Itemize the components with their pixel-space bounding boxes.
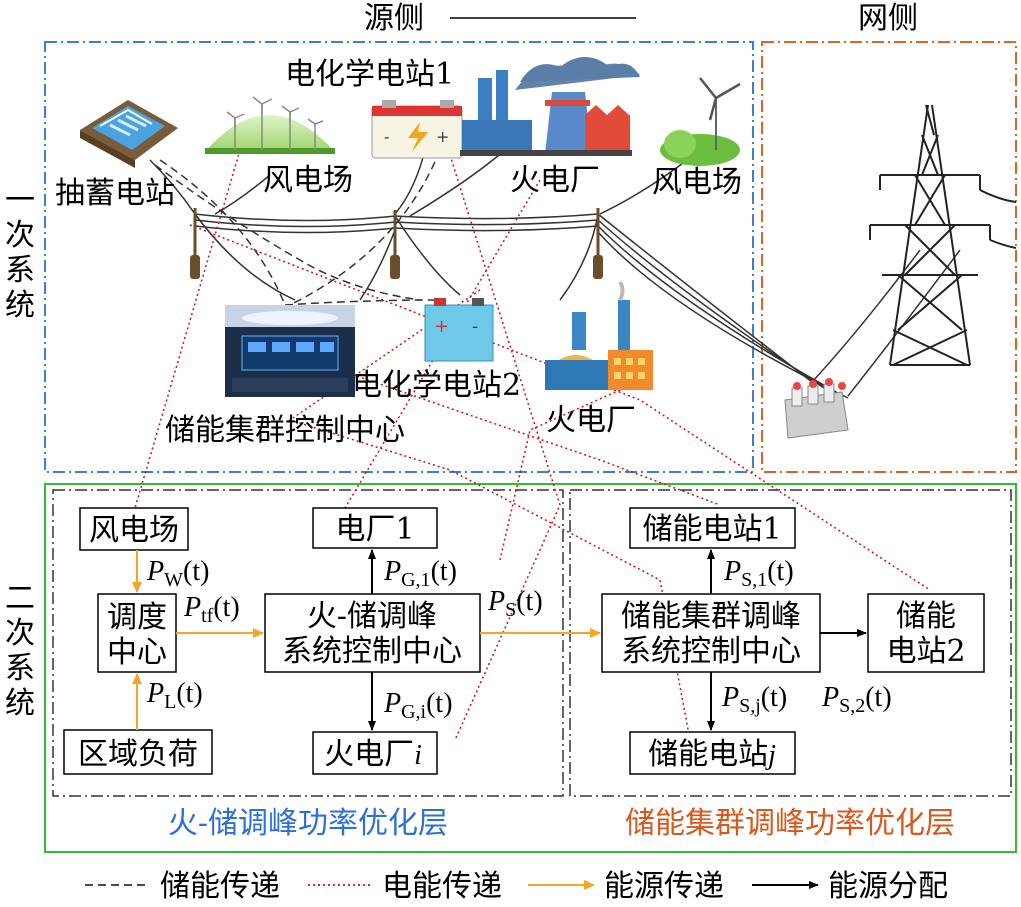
dispatch-center-box <box>97 593 177 673</box>
transformer-icon <box>784 378 849 439</box>
wind-farm-2-label: 风电场 <box>652 165 742 200</box>
legend-energy-dist-label: 能源分配 <box>828 869 948 904</box>
cluster-center-line1: 储能集群调峰 <box>621 599 801 634</box>
wind-farm-1-icon <box>205 96 335 154</box>
transmission-tower-icon <box>869 104 1017 366</box>
secondary-system-title: 二 次 系 统 <box>5 581 35 721</box>
utility-poles <box>190 208 603 279</box>
dispatch-center-line2: 中心 <box>107 635 167 670</box>
wind-farm-box <box>79 507 189 551</box>
wind-farm-2-icon <box>660 77 741 166</box>
storage-control-center-label: 储能集群控制中心 <box>165 413 405 448</box>
echem-station-2-label: 电化学电站2 <box>352 368 521 403</box>
signal-pw: PW(t) <box>146 556 209 591</box>
right-layer-title: 储能集群调峰功率优化层 <box>625 806 955 841</box>
right-layer-frame <box>569 489 1012 797</box>
svg-text:系: 系 <box>5 253 35 288</box>
wind-farm-box-label: 风电场 <box>89 513 179 548</box>
storage-station-j-label: 储能电站j <box>648 737 776 772</box>
thermal-plant-i-box <box>312 731 438 775</box>
storage-transfer-links <box>154 149 441 306</box>
battery-2-icon: + - <box>424 298 494 362</box>
svg-text:次: 次 <box>5 218 35 253</box>
left-layer-title: 火-储调峰功率优化层 <box>168 806 448 841</box>
legend-storage-label: 储能传递 <box>160 869 280 904</box>
thermal-plant-1-icon <box>460 57 640 156</box>
signal-pgi: PG,i(t) <box>383 688 453 723</box>
regional-load-label: 区域负荷 <box>78 737 198 772</box>
secondary-boxes <box>63 507 985 775</box>
storage-station-j-box <box>629 731 796 775</box>
grid-side-label: 网侧 <box>858 1 918 36</box>
regional-load-box <box>63 729 213 775</box>
svg-text:系: 系 <box>5 651 35 686</box>
svg-text:次: 次 <box>5 616 35 651</box>
wind-farm-1-label: 风电场 <box>263 163 353 198</box>
storage-station-1-box <box>629 507 796 549</box>
svg-text:一: 一 <box>5 183 35 218</box>
svg-text:-: - <box>472 316 478 337</box>
legend-electric-label: 电能传递 <box>382 869 502 904</box>
storage-station-2-box <box>867 593 985 673</box>
svg-text:统: 统 <box>5 288 35 323</box>
svg-text:-: - <box>384 127 389 146</box>
pumped-storage-icon <box>80 100 178 168</box>
grid-side-frame <box>761 41 1017 473</box>
signal-psj: PS,j(t) <box>721 682 787 717</box>
source-side-label: 源侧 <box>364 1 424 36</box>
storage-station-1-label: 储能电站1 <box>642 512 781 547</box>
thermal-storage-line1: 火-储调峰 <box>307 599 437 634</box>
energy-distribution-arrows <box>368 549 867 731</box>
cluster-center-box <box>601 593 821 673</box>
left-layer-frame <box>52 489 564 797</box>
signal-pg1: PG,1(t) <box>383 556 457 591</box>
dispatch-center-line1: 调度 <box>107 600 167 635</box>
thermal-storage-line2: 系统控制中心 <box>282 634 462 669</box>
thermal-storage-center-box <box>264 593 481 673</box>
primary-system-title: 一 次 系 统 <box>5 183 35 323</box>
plant-1-box <box>312 507 438 549</box>
storage-station-2-line2: 电站2 <box>886 634 965 669</box>
thermal-plant-1-label: 火电厂 <box>510 163 600 198</box>
plant-1-label: 电厂1 <box>335 512 414 547</box>
secondary-system-frame <box>44 483 1017 853</box>
signal-ps: PS(t) <box>487 586 543 621</box>
svg-text:二: 二 <box>5 581 35 616</box>
thermal-plant-i-label: 火电厂i <box>324 737 422 772</box>
energy-transfer-arrows <box>132 550 601 730</box>
thermal-plant-2-icon <box>545 280 653 390</box>
thermal-plant-2-label: 火电厂 <box>546 403 636 438</box>
source-side-frame <box>44 41 754 473</box>
storage-station-2-line1: 储能 <box>896 599 956 634</box>
signal-ps1: PS,1(t) <box>723 556 794 591</box>
signal-pl: PL(t) <box>146 678 203 713</box>
pumped-storage-label: 抽蓄电站 <box>55 176 175 211</box>
battery-1-icon: - + <box>371 100 463 159</box>
signal-ps2: PS,2(t) <box>821 682 892 717</box>
legend-energy-transfer-label: 能源传递 <box>604 869 724 904</box>
svg-text:+: + <box>436 127 449 146</box>
echem-station-1-label: 电化学电站1 <box>285 57 454 92</box>
signal-ptf: Ptf(t) <box>183 592 240 627</box>
svg-text:统: 统 <box>5 686 35 721</box>
control-center-icon <box>225 305 355 397</box>
svg-text:+: + <box>434 316 449 337</box>
legend: 储能传递 电能传递 能源传递 能源分配 <box>85 869 948 904</box>
cluster-center-line2: 系统控制中心 <box>621 634 801 669</box>
